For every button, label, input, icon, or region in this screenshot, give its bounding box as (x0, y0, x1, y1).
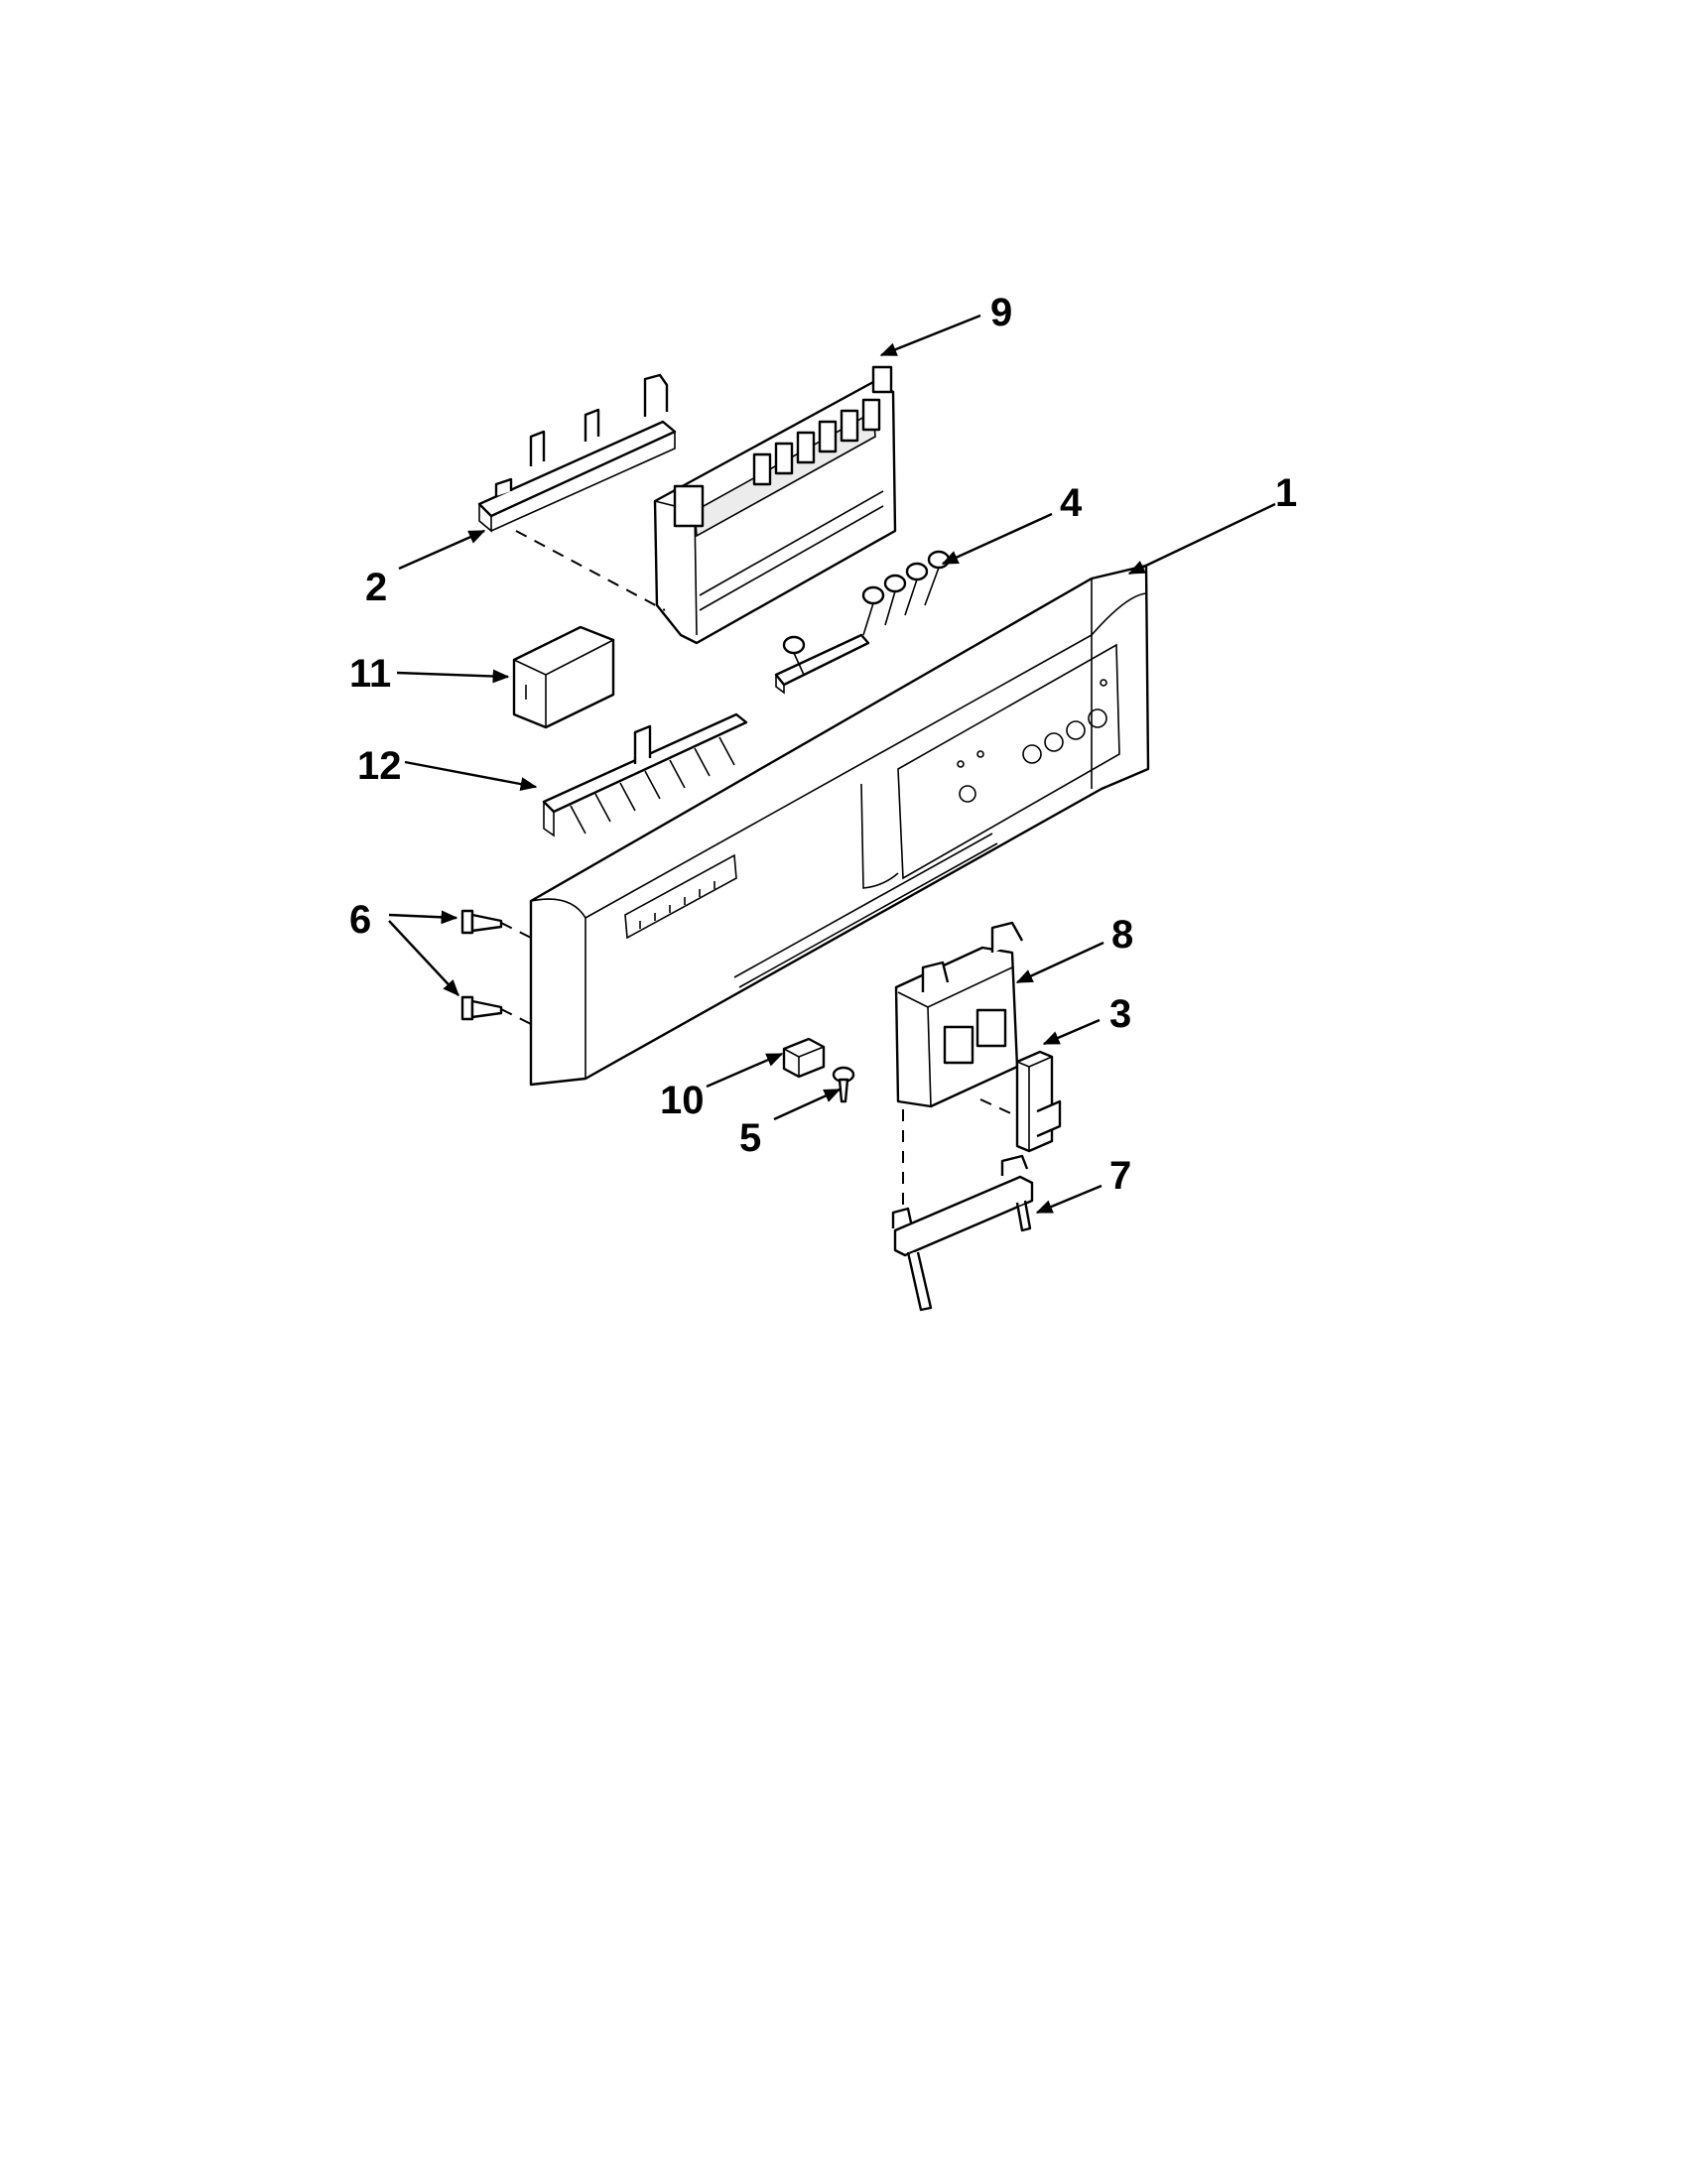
panel-buttons (957, 679, 1107, 803)
callout-label-7: 7 (1109, 1154, 1131, 1198)
button-switch-assembly (774, 550, 951, 695)
rear-bracket (477, 373, 677, 533)
callout-label-12: 12 (357, 744, 402, 788)
callout-label-8: 8 (1111, 913, 1133, 957)
keypad-tines (570, 736, 735, 835)
callout-label-3: 3 (1109, 992, 1131, 1036)
control-board (653, 365, 897, 645)
door-latch (894, 921, 1024, 1108)
door-switch (782, 1037, 826, 1079)
callout-label-5: 5 (739, 1116, 761, 1160)
display-segments (639, 881, 715, 929)
callout-label-4: 4 (1060, 481, 1083, 525)
switch-plungers (782, 550, 951, 676)
board-connectors (673, 365, 893, 528)
latch-screw (832, 1066, 855, 1103)
callout-label-10: 10 (660, 1079, 705, 1122)
callout-label-6: 6 (349, 898, 371, 942)
callout-label-1: 1 (1275, 471, 1297, 515)
callout-label-2: 2 (365, 566, 387, 609)
panel-screws (460, 909, 532, 1025)
screw-lower (460, 995, 503, 1021)
handle-bracket (891, 1109, 1034, 1312)
board-cover (512, 625, 615, 729)
callout-label-11: 11 (349, 652, 391, 696)
callout-labels: 9 1 4 2 11 12 6 8 3 10 5 7 (349, 291, 1297, 1198)
callout-label-9: 9 (990, 291, 1012, 334)
leader-lines (388, 314, 1276, 1215)
keypad-bracket (542, 712, 748, 837)
control-panel (529, 564, 1150, 1087)
latch-clip (979, 1050, 1062, 1153)
screw-upper (460, 909, 503, 935)
